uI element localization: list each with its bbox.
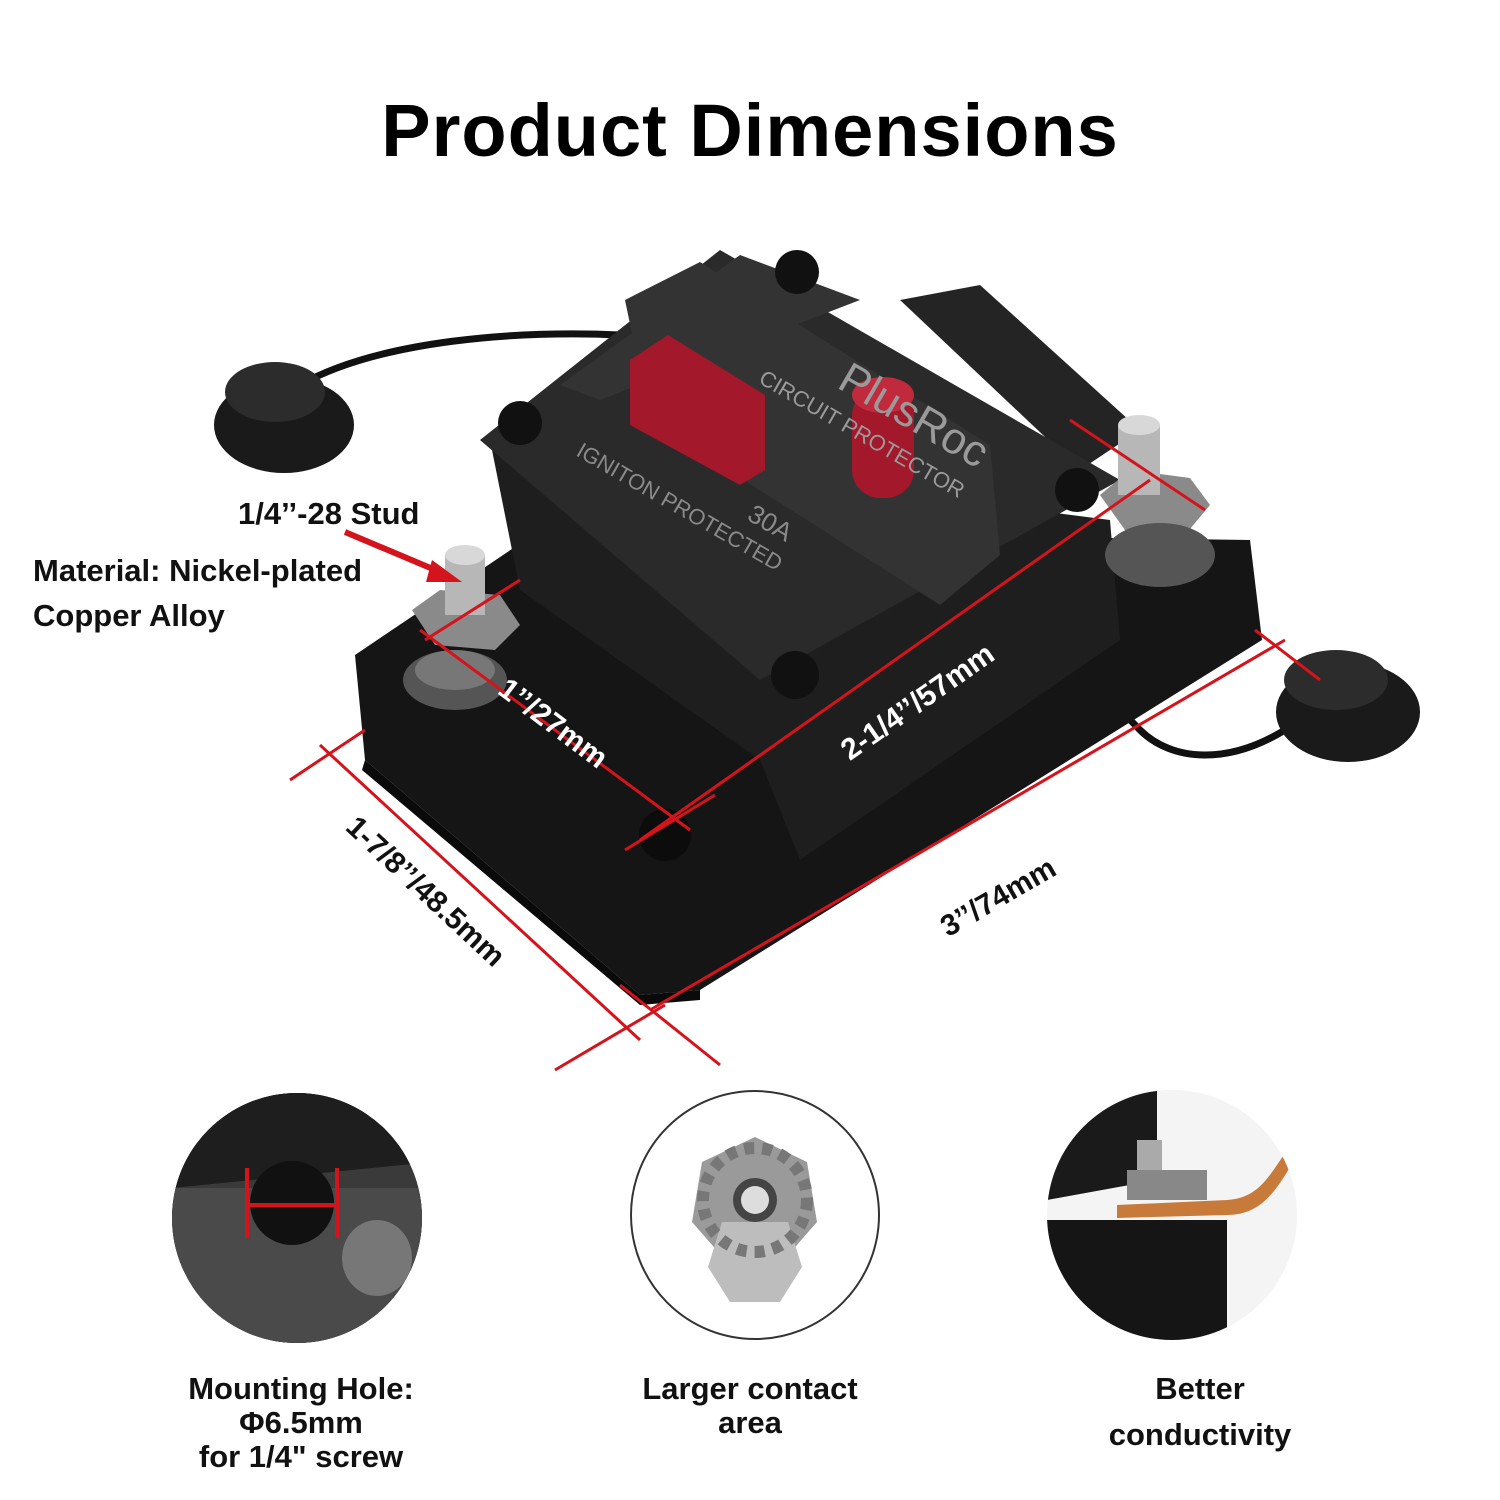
contact-area-closeup: [630, 1090, 880, 1340]
dimension-lines: [289, 418, 1321, 1072]
width-tick-top: [289, 728, 366, 782]
right-terminal-cap: [1276, 650, 1420, 762]
page-title: Product Dimensions: [381, 89, 1119, 172]
length-line: [649, 638, 1286, 1012]
conductivity-closeup: [1047, 1090, 1297, 1340]
left-terminal-cap: [214, 362, 354, 473]
switch-panel: [625, 262, 1000, 605]
mounting-hole-closeup: [172, 1093, 422, 1343]
depth-tick-top: [424, 578, 521, 642]
right-stud: [1100, 415, 1215, 587]
length-tick-right: [1254, 628, 1321, 682]
trip-button: [852, 377, 914, 498]
feature-caption-contact-area: Larger contact area: [642, 1371, 858, 1440]
rear-flange: [900, 285, 1140, 470]
left-stud: [403, 545, 520, 710]
stud-spacing-line: [639, 478, 1151, 842]
width-tick-bottom: [554, 1003, 666, 1072]
feature-caption-mounting-hole: Mounting Hole: Φ6.5mm for 1/4" screw: [188, 1371, 414, 1474]
reset-lever: [630, 335, 765, 485]
left-cap-cord: [298, 330, 621, 389]
stud-callout: 1/4’’-28 Stud: [238, 496, 420, 531]
feature-caption-conductivity: Better conductivity: [1108, 1371, 1292, 1452]
depth-tick-bottom: [624, 793, 716, 852]
length-tick-left: [619, 983, 721, 1067]
width-line: [318, 743, 642, 1042]
stud-spacing-tick: [1069, 418, 1206, 512]
material-callout-line2: Copper Alloy: [33, 598, 225, 633]
material-callout-line1: Material: Nickel-plated: [33, 553, 363, 588]
depth-line: [419, 628, 691, 832]
stud-callout-arrow: [343, 529, 462, 582]
